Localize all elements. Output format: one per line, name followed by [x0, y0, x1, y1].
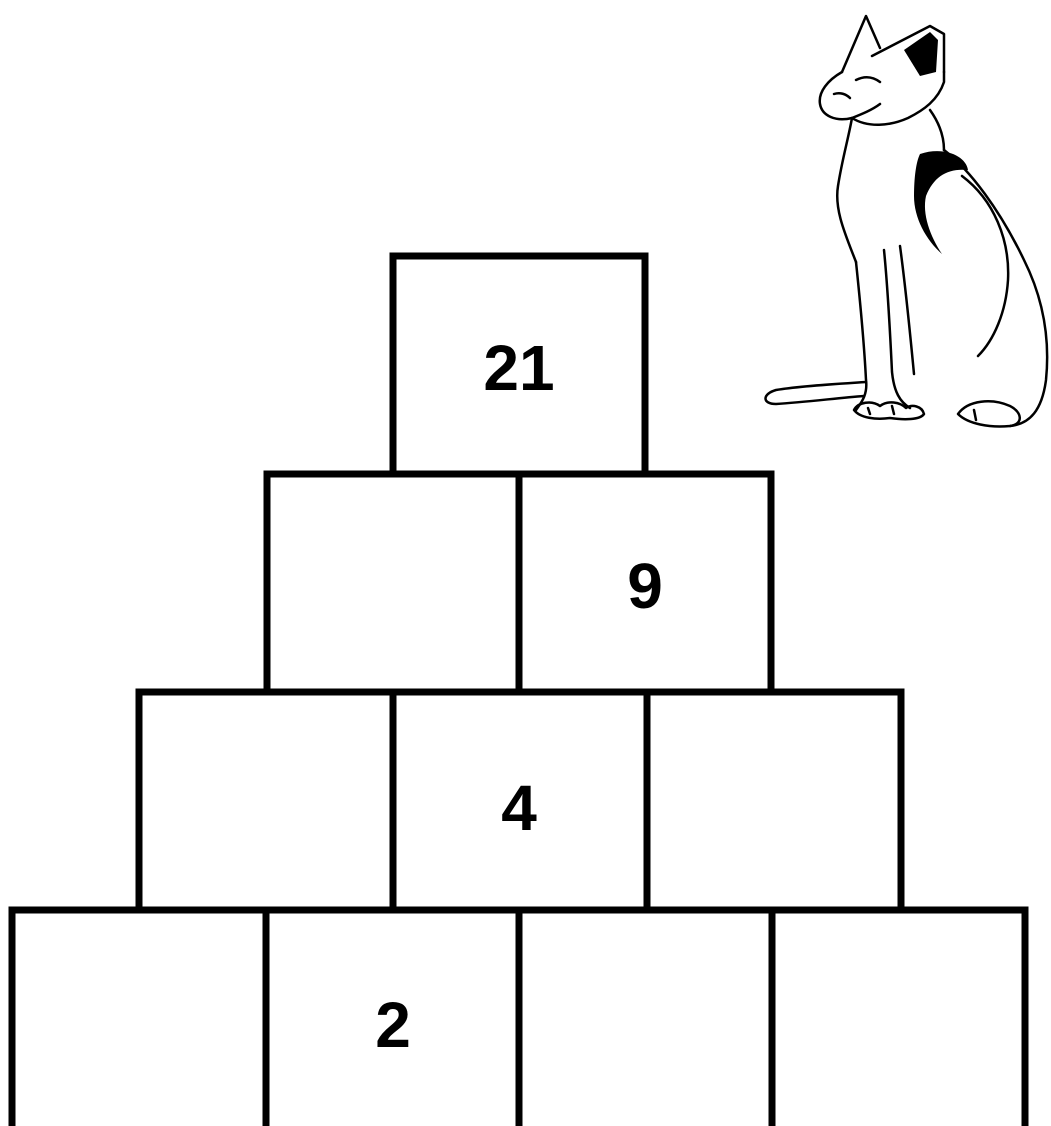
pyramid-row-3: 4 — [139, 692, 901, 910]
pyramid-cell-r2-c1[interactable] — [267, 474, 519, 692]
cell-value-r1-c1: 21 — [483, 332, 554, 404]
pyramid-cell-r4-c2[interactable]: 2 — [266, 910, 519, 1126]
pyramid-cell-r3-c1[interactable] — [139, 692, 393, 910]
pyramid-cell-r2-c2[interactable]: 9 — [519, 474, 771, 692]
cell-value-r2-c2: 9 — [627, 550, 663, 622]
pyramid-cell-r3-c2[interactable]: 4 — [393, 692, 647, 910]
pyramid-cell-r4-c1[interactable] — [12, 910, 266, 1126]
pyramid-row-1: 21 — [393, 256, 645, 474]
pyramid-row-2: 9 — [267, 474, 771, 692]
sitting-cat-icon — [766, 16, 1048, 427]
cell-value-r4-c2: 2 — [375, 989, 411, 1061]
pyramid-cell-r4-c4[interactable] — [772, 910, 1025, 1126]
pyramid-row-4: 2 — [12, 910, 1025, 1126]
pyramid-cell-r3-c3[interactable] — [647, 692, 901, 910]
cell-value-r3-c2: 4 — [501, 772, 537, 844]
pyramid-cell-r1-c1[interactable]: 21 — [393, 256, 645, 474]
pyramid-cell-r4-c3[interactable] — [519, 910, 772, 1126]
